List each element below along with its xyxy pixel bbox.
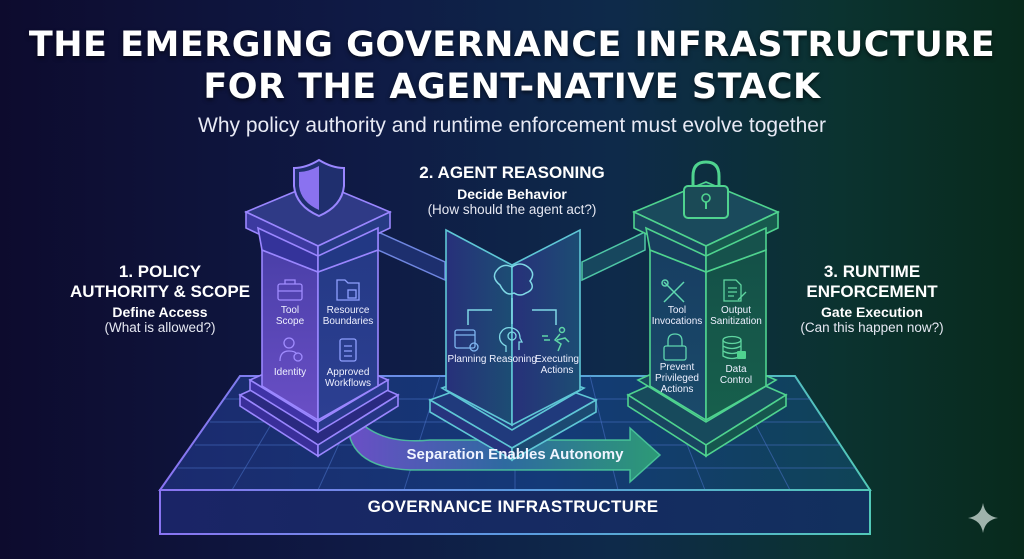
item-label-line-1: Data <box>725 364 747 375</box>
enforcement-item-data-control: Data Control <box>706 364 766 386</box>
document-edit-icon <box>723 279 747 302</box>
item-label-line-1: Planning <box>447 354 487 365</box>
connector-beams <box>377 230 646 282</box>
briefcase-icon <box>277 279 303 301</box>
head-brain-icon <box>498 326 524 352</box>
user-check-icon <box>279 337 303 362</box>
item-label-line-2: Invocations <box>651 316 703 328</box>
policy-heading-line-2: AUTHORITY & SCOPE <box>69 281 251 301</box>
item-label-line-1: Tool <box>667 305 687 316</box>
enforcement-subheading: Gate Execution <box>821 304 923 321</box>
item-label-line-1: Output <box>720 305 752 316</box>
reasoning-item-executing-actions: Executing Actions <box>534 354 580 376</box>
database-lock-icon <box>722 335 746 360</box>
item-label-line-1: Approved <box>326 367 370 378</box>
policy-item-tool-scope: Tool Scope <box>264 305 316 327</box>
enforcement-heading-line-1: 3. RUNTIME <box>823 262 921 281</box>
shield-icon <box>293 158 345 218</box>
enforcement-item-prevent-privileged-actions: Prevent Privileged Actions <box>648 362 706 396</box>
calendar-clock-icon <box>454 329 479 352</box>
item-label-line-1: Executing <box>535 354 579 365</box>
policy-item-approved-workflows: Approved Workflows <box>318 367 378 389</box>
item-label-line-1: Tool <box>280 305 300 316</box>
policy-heading-line-1: 1. POLICY <box>118 262 202 281</box>
main-title-line-1: THE EMERGING GOVERNANCE INFRASTRUCTURE <box>28 25 996 65</box>
item-label-line-1: Resource <box>326 305 370 316</box>
reasoning-item-reasoning: Reasoning <box>488 354 538 365</box>
enforcement-question: (Can this happen now?) <box>800 320 944 336</box>
separation-arrow-label: Separation Enables Autonomy <box>406 446 624 463</box>
clipboard-list-icon <box>339 338 357 362</box>
main-title-line-2: FOR THE AGENT-NATIVE STACK <box>203 67 821 107</box>
reasoning-pillar <box>428 228 598 462</box>
item-label-line-2: Sanitization <box>710 316 762 328</box>
item-label-line-2: Actions <box>540 365 574 377</box>
foundation-band <box>159 489 871 535</box>
enforcement-label: 3. RUNTIME ENFORCEMENT Gate Execution (C… <box>772 262 972 336</box>
sparkle-icon <box>968 503 998 533</box>
reasoning-heading: 2. AGENT REASONING <box>419 163 605 182</box>
lock-icon <box>663 333 687 361</box>
item-label-line-2: Privileged <box>655 373 699 385</box>
enforcement-item-output-sanitization: Output Sanitization <box>706 305 766 327</box>
brain-icon <box>467 263 557 325</box>
reasoning-question: (How should the agent act?) <box>427 201 597 217</box>
folder-icon <box>336 279 360 301</box>
item-label-line-2: Scope <box>275 316 305 328</box>
item-label-line-1: Prevent <box>659 362 695 373</box>
policy-subheading: Define Access <box>112 304 208 321</box>
tools-icon <box>661 279 685 303</box>
item-label-line-2: Control <box>719 375 753 387</box>
item-label-line-2: Boundaries <box>322 316 374 328</box>
enforcement-heading-line-2: ENFORCEMENT <box>806 281 938 301</box>
reasoning-subheading: Decide Behavior <box>457 185 567 202</box>
running-person-icon <box>542 326 570 352</box>
item-label-line-3: Actions <box>660 384 694 396</box>
padlock-icon <box>683 160 729 219</box>
item-label-line-1: Reasoning <box>489 354 537 365</box>
subtitle: Why policy authority and runtime enforce… <box>198 114 826 137</box>
governance-infrastructure-label: GOVERNANCE INFRASTRUCTURE <box>367 497 659 516</box>
policy-question: (What is allowed?) <box>104 320 216 336</box>
reasoning-item-planning: Planning <box>444 354 490 365</box>
item-label-line-1: Identity <box>273 367 307 378</box>
reasoning-label: 2. AGENT REASONING Decide Behavior (How … <box>382 163 642 217</box>
policy-item-resource-boundaries: Resource Boundaries <box>318 305 378 327</box>
policy-label: 1. POLICY AUTHORITY & SCOPE Define Acces… <box>50 262 270 336</box>
enforcement-item-tool-invocations: Tool Invocations <box>648 305 706 327</box>
item-label-line-2: Workflows <box>325 378 371 390</box>
policy-item-identity: Identity <box>264 367 316 378</box>
